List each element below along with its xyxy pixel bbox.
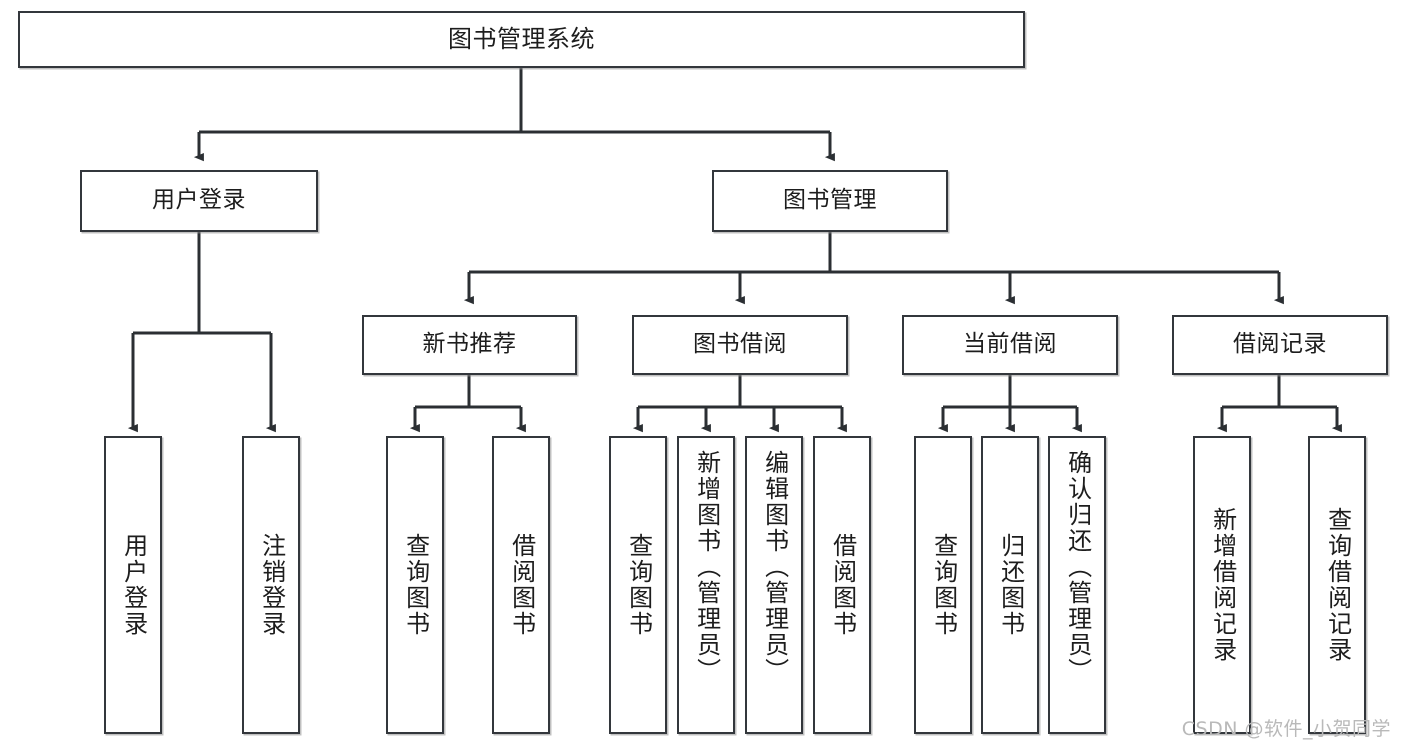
leaf-add-borrow-record[interactable]: 新增借阅记录 <box>1193 436 1251 734</box>
leaf-logout-login[interactable]: 注销登录 <box>242 436 300 734</box>
node-root-system[interactable]: 图书管理系统 <box>18 11 1025 68</box>
node-label: 查询图书 <box>929 533 958 637</box>
node-label: 图书借阅 <box>693 331 787 358</box>
node-book-manage[interactable]: 图书管理 <box>712 170 948 232</box>
leaf-borrow-book[interactable]: 借阅图书 <box>813 436 871 734</box>
node-label: 新书推荐 <box>422 331 517 358</box>
leaf-borrow-book-recommend[interactable]: 借阅图书 <box>492 436 550 734</box>
csdn-watermark: CSDN @软件_小贺同学 <box>1181 718 1391 740</box>
node-label: 当前借阅 <box>963 331 1057 358</box>
leaf-user-login[interactable]: 用户登录 <box>104 436 162 734</box>
leaf-return-book[interactable]: 归还图书 <box>981 436 1039 734</box>
leaf-confirm-return[interactable]: 确认归还（管理员） <box>1048 436 1106 734</box>
node-label: 新增图书（管理员） <box>692 450 721 684</box>
node-label: 用户登录 <box>119 533 148 637</box>
leaf-query-borrow-record[interactable]: 查询借阅记录 <box>1308 436 1366 734</box>
node-user-login[interactable]: 用户登录 <box>80 170 318 232</box>
node-label: 编辑图书（管理员） <box>760 450 789 684</box>
leaf-query-book-current[interactable]: 查询图书 <box>914 436 972 734</box>
node-label: 借阅图书 <box>828 533 857 637</box>
node-label: 图书管理系统 <box>448 25 595 54</box>
node-label: 注销登录 <box>257 533 286 637</box>
leaf-add-book[interactable]: 新增图书（管理员） <box>677 436 735 734</box>
node-label: 查询图书 <box>624 533 653 637</box>
leaf-query-book-recommend[interactable]: 查询图书 <box>386 436 444 734</box>
node-book-borrow[interactable]: 图书借阅 <box>632 315 848 375</box>
node-label: 查询借阅记录 <box>1323 507 1352 663</box>
node-label: 查询图书 <box>401 533 430 637</box>
leaf-query-book-borrow[interactable]: 查询图书 <box>609 436 667 734</box>
node-label: 新增借阅记录 <box>1208 507 1237 663</box>
node-new-book-recommend[interactable]: 新书推荐 <box>362 315 577 375</box>
node-label: 确认归还（管理员） <box>1063 450 1092 684</box>
node-current-borrow[interactable]: 当前借阅 <box>902 315 1118 375</box>
node-label: 归还图书 <box>996 533 1025 637</box>
node-label: 借阅图书 <box>507 533 536 637</box>
leaf-edit-book[interactable]: 编辑图书（管理员） <box>745 436 803 734</box>
node-borrow-record[interactable]: 借阅记录 <box>1172 315 1388 375</box>
node-label: 图书管理 <box>783 187 877 214</box>
node-label: 用户登录 <box>152 187 246 214</box>
node-label: 借阅记录 <box>1233 331 1327 358</box>
